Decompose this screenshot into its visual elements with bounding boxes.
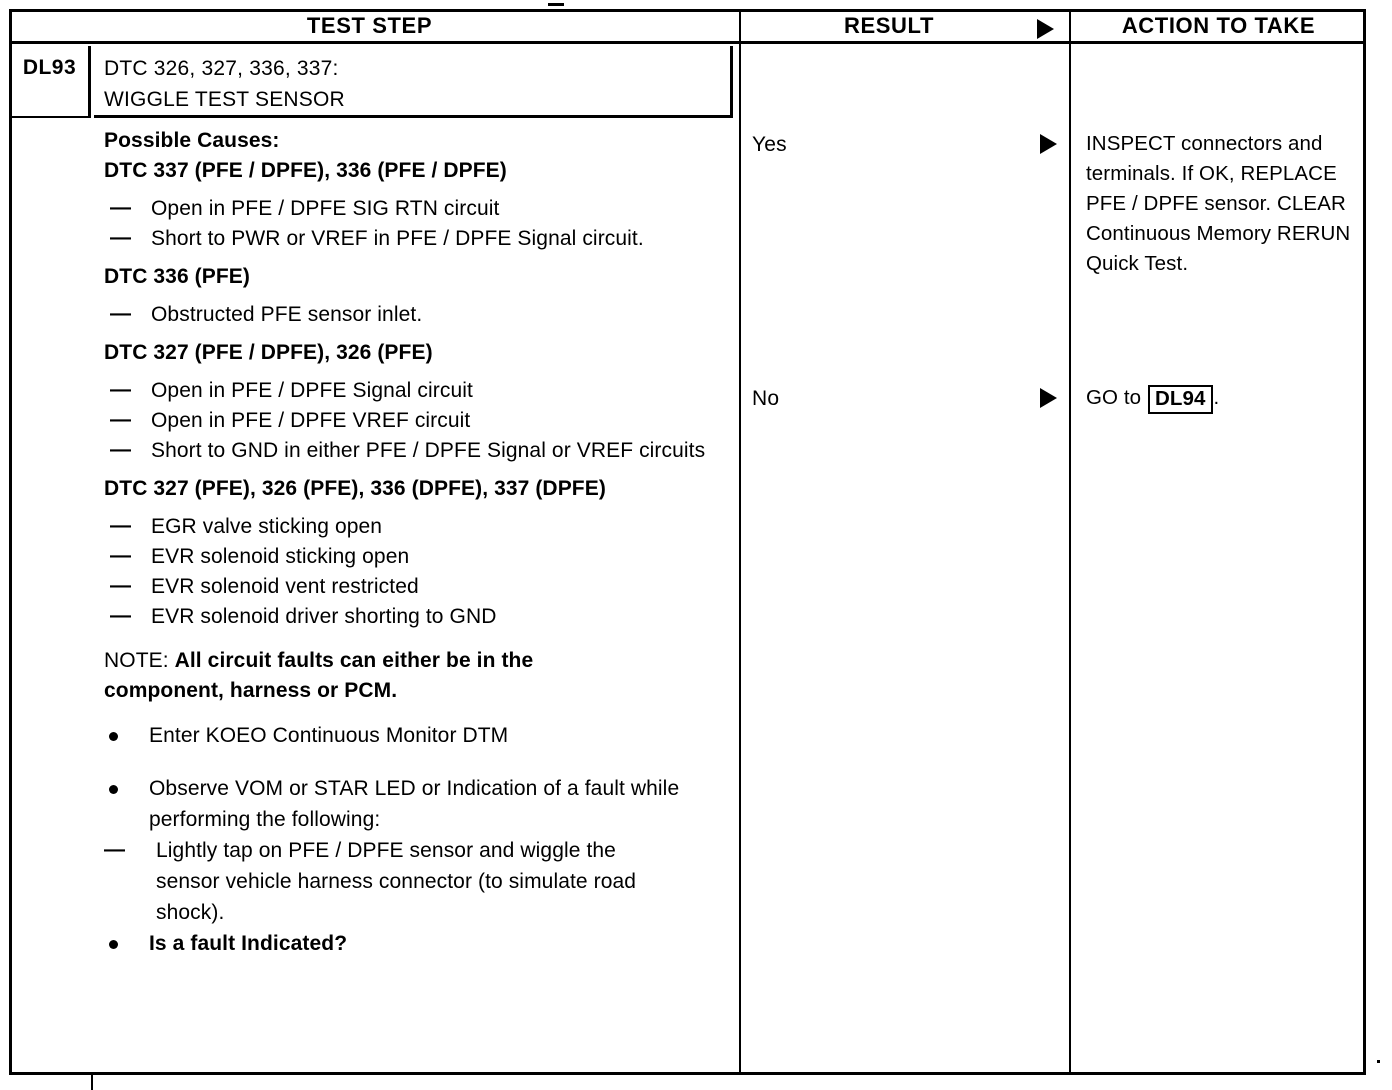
cause-item: Open in PFE / DPFE VREF circuit — [104, 405, 729, 436]
step-id-label: DL93 — [22, 56, 77, 79]
cause-item: Open in PFE / DPFE Signal circuit — [104, 375, 729, 406]
table-bottom-rule — [9, 1072, 1366, 1075]
row-arrow-icon-no — [1040, 388, 1057, 408]
header-rule — [9, 41, 1366, 44]
action-text-no: GO to DL94. — [1086, 383, 1358, 414]
action-text-yes: INSPECT connectors and terminals. If OK,… — [1086, 132, 1351, 275]
step-reference-link[interactable]: DL94 — [1147, 385, 1213, 414]
cause-item: Obstructed PFE sensor inlet. — [104, 299, 729, 330]
step-id-box: DL93 — [11, 46, 91, 118]
note-body: All circuit faults can either be in the … — [104, 649, 534, 702]
cause-item: EVR solenoid driver shorting to GND — [104, 601, 729, 632]
scan-speckle — [1377, 1060, 1380, 1063]
dtc-group-heading: DTC 336 (PFE) — [104, 265, 250, 288]
column-divider-result-action — [1069, 9, 1071, 1075]
test-step-body: Possible Causes: DTC 337 (PFE / DPFE), 3… — [104, 126, 729, 959]
result-value-yes: Yes — [752, 133, 787, 156]
scan-speckle — [548, 3, 564, 6]
header-action-to-take: ACTION TO TAKE — [1121, 13, 1316, 38]
cause-item: Short to PWR or VREF in PFE / DPFE Signa… — [104, 223, 729, 254]
procedure-sub-item: Lightly tap on PFE / DPFE sensor and wig… — [104, 834, 656, 928]
column-divider-test-result — [739, 9, 741, 1075]
cause-item: EGR valve sticking open — [104, 511, 729, 542]
step-title-cell: DTC 326, 327, 336, 337: WIGGLE TEST SENS… — [94, 46, 733, 118]
row-arrow-icon-yes — [1040, 134, 1057, 154]
result-value-no: No — [752, 387, 780, 410]
procedure-bullet: Enter KOEO Continuous Monitor DTM — [104, 720, 729, 751]
bottom-tick-step-column — [91, 1072, 93, 1090]
note-prefix: NOTE: — [104, 649, 169, 672]
cause-item: Short to GND in either PFE / DPFE Signal… — [104, 435, 729, 466]
cause-item: Open in PFE / DPFE SIG RTN circuit — [104, 193, 729, 224]
dtc-group-heading: DTC 337 (PFE / DPFE), 336 (PFE / DPFE) — [104, 159, 507, 182]
step-title-line-1: DTC 326, 327, 336, 337: — [104, 57, 339, 80]
procedure-bullet: Observe VOM or STAR LED or Indication of… — [104, 773, 729, 835]
action-no-suffix: . — [1213, 386, 1220, 409]
header-arrow-icon — [1037, 19, 1054, 39]
note-block: NOTE: All circuit faults can either be i… — [104, 646, 659, 706]
action-no-lead: GO to — [1086, 386, 1147, 409]
dtc-group-heading: DTC 327 (PFE / DPFE), 326 (PFE) — [104, 341, 433, 364]
cause-item: EVR solenoid sticking open — [104, 541, 729, 572]
dtc-group-heading: DTC 327 (PFE), 326 (PFE), 336 (DPFE), 33… — [104, 477, 606, 500]
possible-causes-label: Possible Causes: — [104, 129, 280, 152]
header-test-step: TEST STEP — [306, 13, 433, 38]
step-title-line-2: WIGGLE TEST SENSOR — [104, 88, 345, 111]
cause-item: EVR solenoid vent restricted — [104, 571, 729, 602]
header-result: RESULT — [844, 13, 934, 38]
procedure-question: Is a fault Indicated? — [104, 928, 729, 959]
